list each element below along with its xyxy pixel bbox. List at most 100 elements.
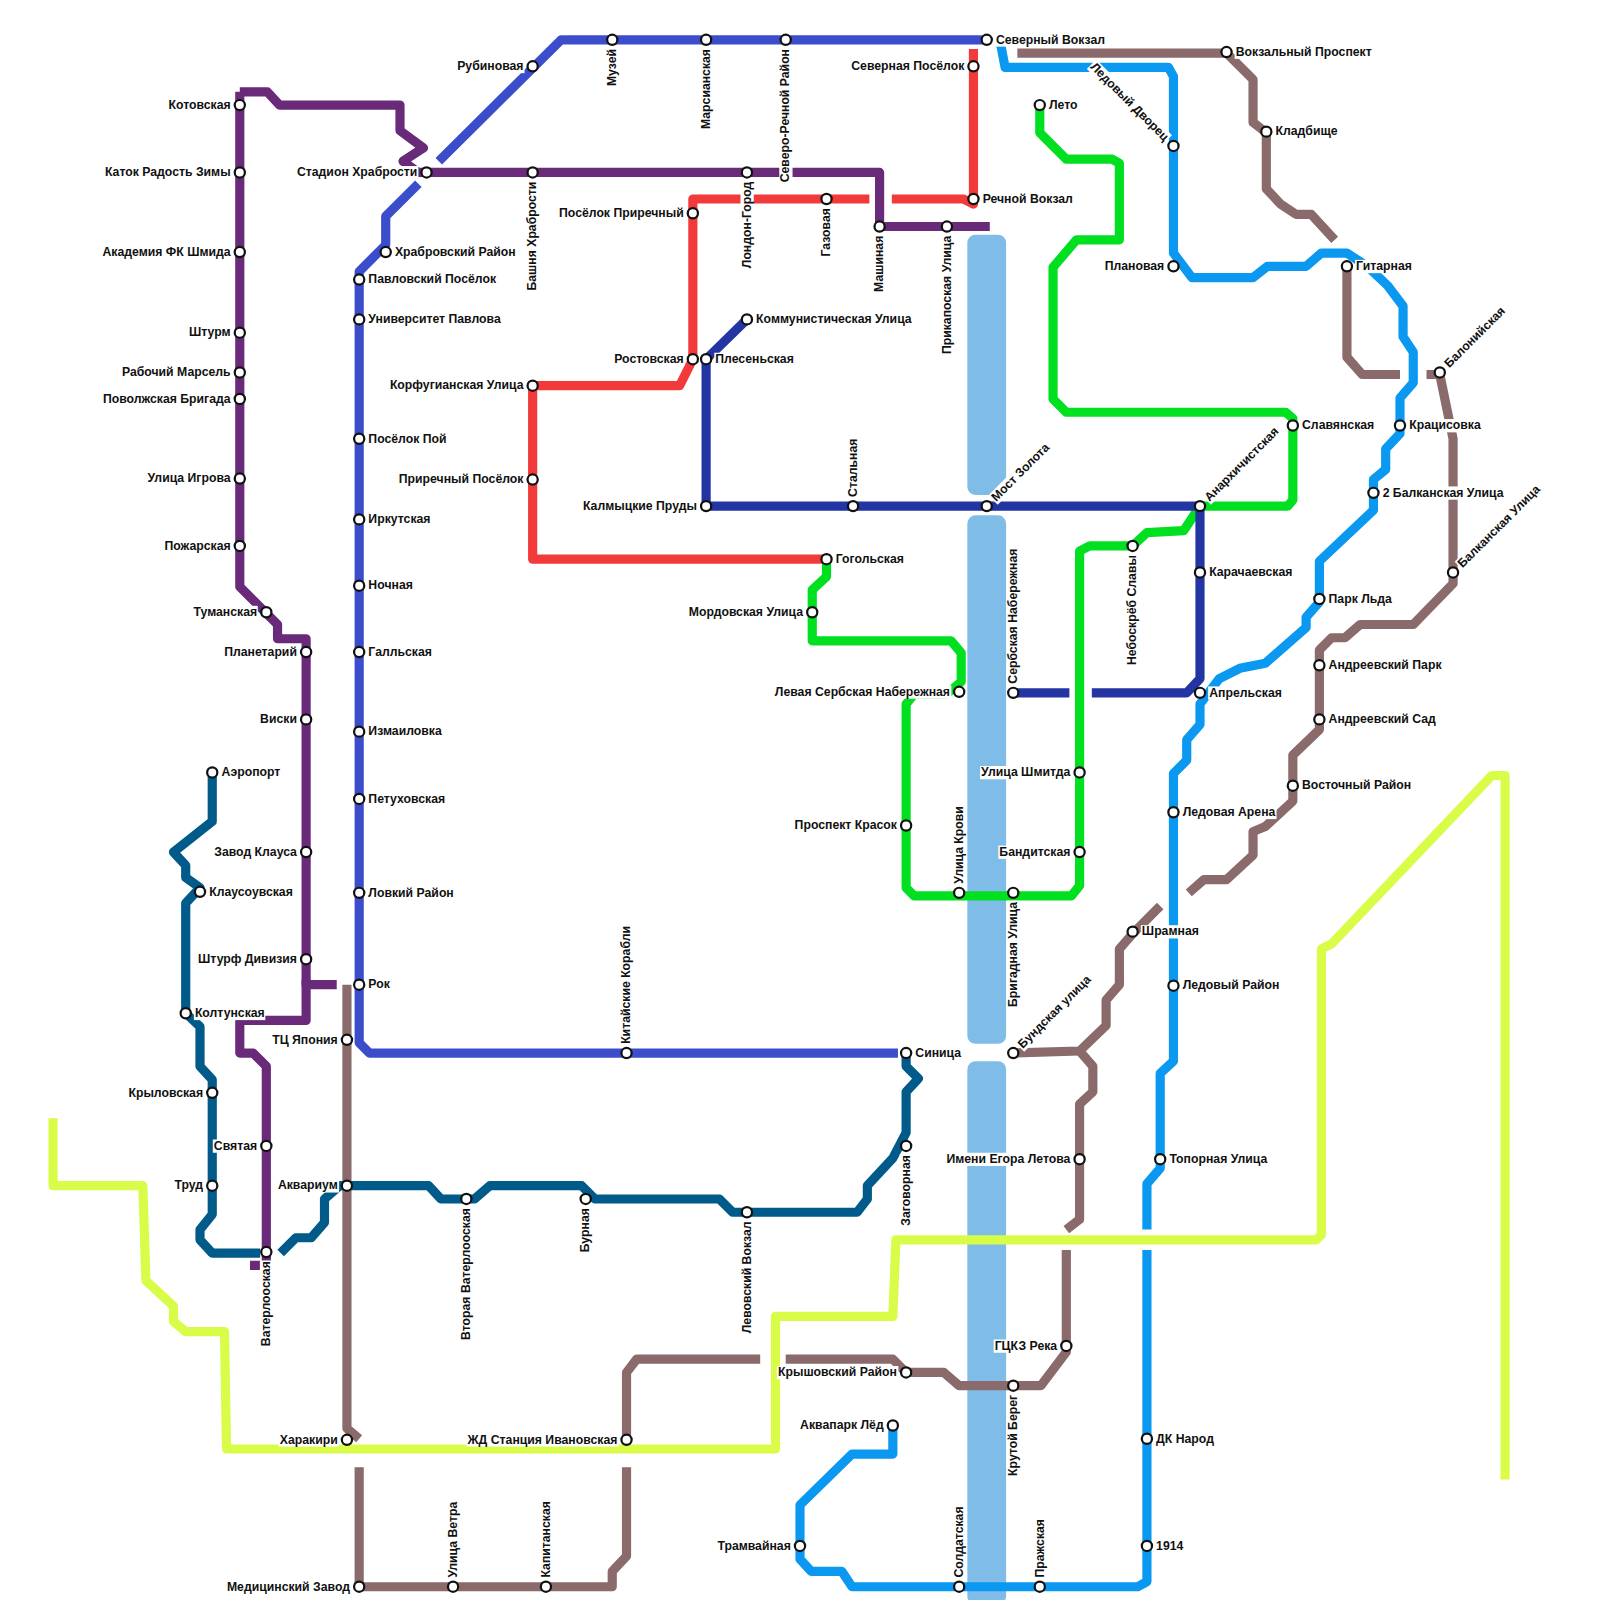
station-dot [1168, 981, 1178, 991]
station-label: Ловкий Район [367, 886, 454, 899]
brown-line [627, 1359, 761, 1440]
station-label: Павловский Посёлок [367, 273, 497, 286]
station-dot [688, 354, 698, 364]
station-label: Ледовый Дворец [1087, 60, 1172, 145]
station-label: Топорная Улица [1168, 1153, 1268, 1166]
station-dot [261, 607, 271, 617]
station-label: Клаусоувская [208, 885, 294, 898]
station-dot [901, 1141, 911, 1151]
station-dot [1074, 767, 1084, 777]
station-label: Карачаевская [1208, 566, 1293, 579]
station-label: Проспект Красок [794, 819, 898, 832]
station-label: Левовский Вокзал [741, 1220, 754, 1334]
station-label: Плановая [1104, 260, 1166, 273]
station-dot [901, 820, 911, 830]
station-label: Лето [1048, 99, 1079, 112]
station-label: Ватерлооская [260, 1260, 273, 1347]
station-dot [207, 767, 217, 777]
station-label: Крутой Берег [1007, 1394, 1020, 1477]
darkblue-line [1013, 688, 1069, 697]
station-dot [528, 61, 538, 71]
station-dot [781, 35, 791, 45]
station-label: Корфугианская Улица [389, 379, 525, 392]
station-dot [195, 887, 205, 897]
station-label: Рубиновая [456, 60, 524, 73]
station-label: Улица Крови [953, 805, 966, 885]
station-dot [1314, 714, 1324, 724]
river-part [967, 1061, 1006, 1600]
station-label: ЖД Станция Ивановская [467, 1433, 619, 1446]
station-dot [301, 954, 311, 964]
station-label: Андреевский Парк [1328, 659, 1443, 672]
station-label: Анархичистская [1202, 424, 1282, 504]
station-label: Ночная [367, 579, 414, 592]
station-dot [261, 1141, 271, 1151]
station-label: Храбровский Район [394, 246, 517, 259]
teal-line [281, 1053, 919, 1253]
station-dot [1221, 47, 1231, 57]
station-label: Ледовый Район [1182, 979, 1281, 992]
station-label: Медицинский Завод [226, 1580, 351, 1593]
station-dot [1395, 420, 1405, 430]
blue-line [439, 40, 987, 161]
station-label: Стадион Храбрости [296, 166, 418, 179]
station-label: Пожарская [163, 539, 231, 552]
station-label: Измаиловка [367, 725, 442, 738]
station-dot [742, 314, 752, 324]
station-label: Восточный Район [1301, 779, 1412, 792]
station-label: Апрельская [1208, 686, 1283, 699]
station-dot [1155, 1154, 1165, 1164]
station-label: Плесеньская [714, 353, 795, 366]
station-dot [301, 847, 311, 857]
station-label: Небоскрёб Славы [1126, 554, 1139, 666]
brown-line [347, 985, 359, 1439]
station-label: Башня Храбрости [526, 181, 539, 292]
station-label: Улица Игрова [147, 472, 232, 485]
station-dot [354, 434, 364, 444]
station-dot [181, 1008, 191, 1018]
station-dot [1035, 1582, 1045, 1592]
station-label: ГЦКЗ Река [994, 1339, 1059, 1352]
brown-line [359, 1467, 626, 1586]
station-label: Марсианская [700, 48, 713, 130]
station-label: Гогольская [835, 553, 905, 566]
station-dot [621, 1048, 631, 1058]
station-dot [1128, 541, 1138, 551]
station-label: Крышовский Район [777, 1366, 898, 1379]
station-dot [528, 474, 538, 484]
station-label: Штурф Дивизия [197, 953, 298, 966]
station-label: Вторая Ватерлооская [460, 1207, 473, 1341]
station-label: Калмыцкие Пруды [582, 500, 698, 513]
station-label: Славянская [1301, 419, 1375, 432]
brown-line [1013, 906, 1160, 1053]
station-label: Прикапоская Улица [941, 235, 954, 355]
station-label: Лондон-Город [741, 181, 754, 270]
brown-line [1066, 1051, 1093, 1230]
station-dot [581, 1194, 591, 1204]
station-dot [342, 1435, 352, 1445]
station-dot [807, 607, 817, 617]
station-dot [1142, 1434, 1152, 1444]
station-label: Шрамная [1141, 925, 1200, 938]
station-label: Посёлок Приречный [558, 207, 685, 220]
station-dot [1008, 1048, 1018, 1058]
station-label: Пражская [1033, 1518, 1046, 1579]
station-dot [1435, 367, 1445, 377]
station-dot [541, 1582, 551, 1592]
station-dot [235, 167, 245, 177]
station-label: Кладбище [1274, 125, 1338, 138]
station-label: Улица Ветра [447, 1501, 460, 1579]
purple-line [240, 92, 990, 227]
station-label: Каток Радость Зимы [104, 166, 232, 179]
station-dot [1074, 1154, 1084, 1164]
station-dot [1288, 781, 1298, 791]
station-dot [235, 328, 245, 338]
brown-line [1347, 266, 1400, 374]
station-label: Крацисовка [1408, 419, 1482, 432]
station-dot [235, 541, 245, 551]
station-label: Аквапарк Лёд [799, 1419, 885, 1432]
station-dot [261, 1247, 271, 1257]
station-label: Музей [606, 48, 619, 87]
